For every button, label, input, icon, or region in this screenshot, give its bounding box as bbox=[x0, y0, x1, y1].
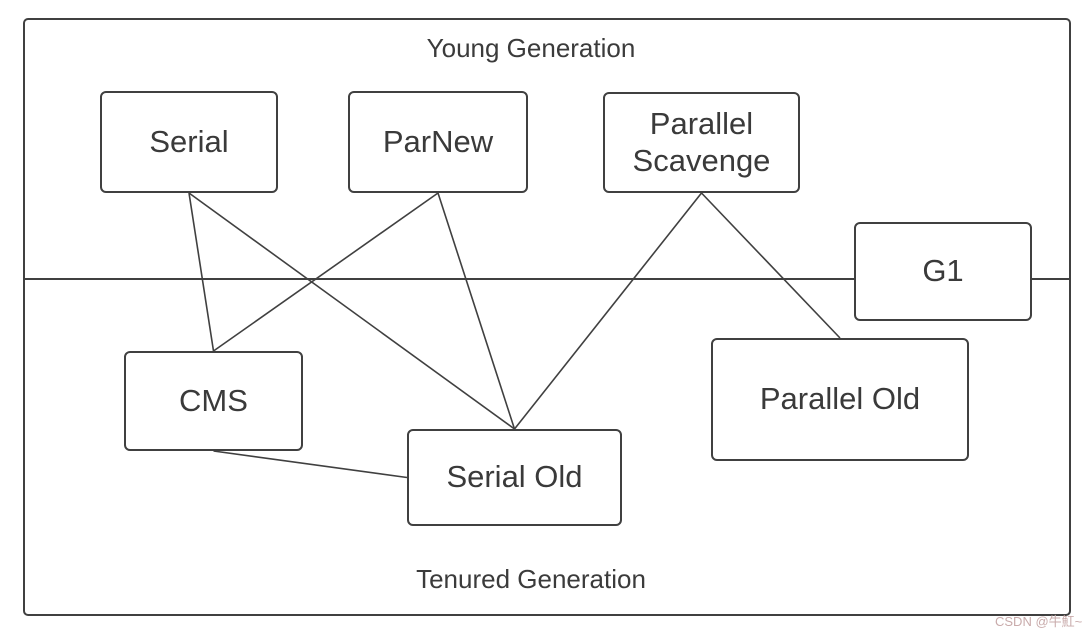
edge-serial-to-cms bbox=[188, 192, 215, 352]
node-g1-label: G1 bbox=[922, 253, 964, 289]
node-serial: Serial bbox=[100, 91, 278, 193]
edge-parallel-scavenge-to-parallel-old bbox=[700, 192, 841, 339]
node-cms: CMS bbox=[124, 351, 303, 451]
node-parnew-label: ParNew bbox=[382, 123, 494, 159]
edge-parallel-scavenge-to-serial-old bbox=[513, 192, 703, 430]
tenured-generation-label: Tenured Generation bbox=[416, 564, 646, 594]
young-generation-label: Young Generation bbox=[426, 33, 636, 63]
node-g1: G1 bbox=[854, 222, 1032, 321]
node-parallel-scavenge: Parallel Scavenge bbox=[603, 92, 800, 193]
heap-frame bbox=[23, 18, 1071, 616]
node-parallel-old: Parallel Old bbox=[711, 338, 969, 461]
edge-cms-to-serial-old bbox=[213, 450, 408, 479]
node-serial-old-label: Serial Old bbox=[446, 459, 583, 495]
node-parallel-old-label: Parallel Old bbox=[759, 381, 921, 417]
node-serial-label: Serial bbox=[149, 123, 229, 159]
edge-parnew-to-cms bbox=[213, 192, 439, 352]
edge-parnew-to-serial-old bbox=[437, 192, 516, 430]
node-cms-label: CMS bbox=[179, 382, 248, 418]
node-parnew: ParNew bbox=[348, 91, 528, 193]
csdn-watermark: CSDN @牛魟~ bbox=[995, 614, 1083, 629]
generation-divider-line bbox=[23, 278, 1071, 280]
node-serial-old: Serial Old bbox=[407, 429, 622, 526]
edge-serial-to-serial-old bbox=[188, 192, 515, 430]
node-parallel-scavenge-label: Parallel Scavenge bbox=[632, 105, 771, 178]
